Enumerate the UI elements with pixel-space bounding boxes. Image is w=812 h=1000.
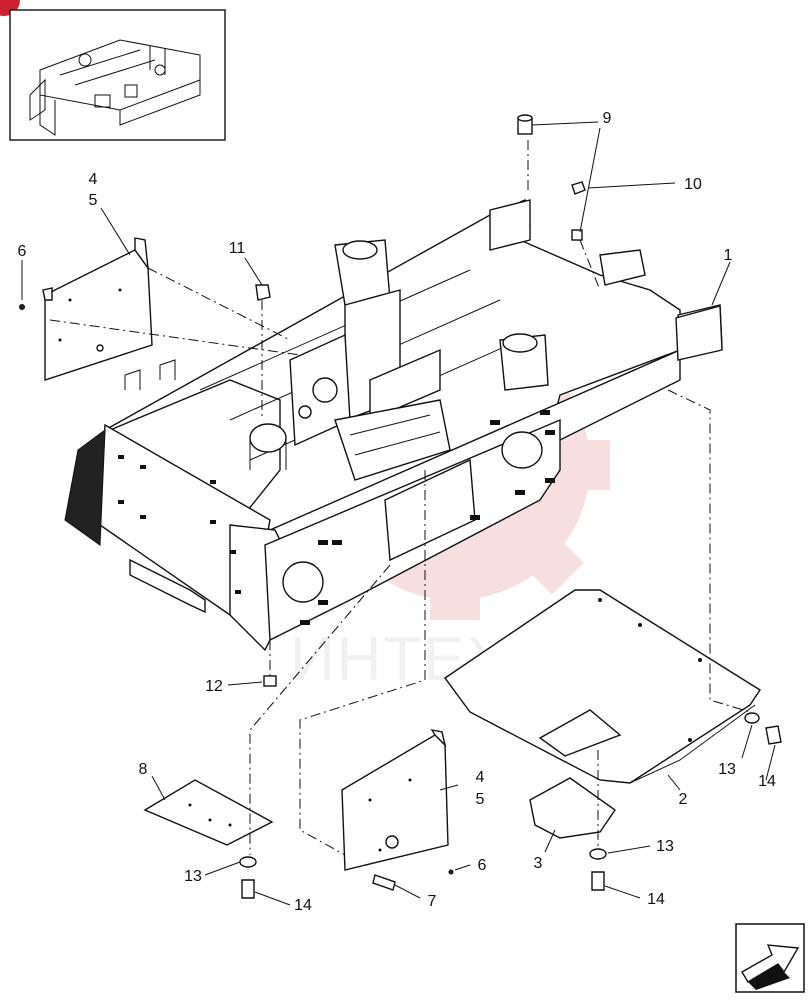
- part-14-bolt: [765, 725, 782, 745]
- callout-12: 12: [205, 678, 223, 695]
- part-4-5-lower-panel: [341, 729, 449, 871]
- callout-6: 6: [478, 857, 487, 874]
- callout-14: 14: [647, 891, 665, 908]
- part-14-bolt: [591, 871, 605, 891]
- part-14-bolt: [241, 879, 255, 899]
- callout-3: 3: [534, 855, 543, 872]
- part-11-fitting: [255, 284, 271, 301]
- main-frame: [64, 199, 723, 652]
- part-9-spacer: [571, 229, 583, 241]
- callout-11: 11: [229, 240, 246, 257]
- callout-10: 10: [684, 176, 702, 193]
- hardware: [19, 114, 782, 899]
- callout-5: 5: [476, 791, 485, 808]
- callout-1: 1: [724, 247, 733, 264]
- callout-9: 9: [603, 110, 612, 127]
- part-2-belly-pan: [444, 589, 761, 784]
- callout-4: 4: [89, 171, 98, 188]
- part-12-plug: [263, 675, 277, 687]
- part-13-washer: [744, 712, 760, 724]
- part-13-washer: [239, 856, 257, 868]
- part-13-washer: [589, 848, 607, 860]
- part-4-5-upper-left-panel: [42, 237, 153, 381]
- part-1-bumper-block: [675, 305, 723, 361]
- callout-4: 4: [476, 769, 485, 786]
- rear-panel-holes: [118, 455, 241, 594]
- next-page-arrow-icon[interactable]: [735, 923, 805, 993]
- part-8-floor-plate: [143, 779, 274, 846]
- part-6-screw: [19, 304, 25, 310]
- callout-labels: 1 2 3 4 5 4 5 6 6 7 8 9 10 11 12 13 13 1…: [18, 110, 776, 914]
- callout-14: 14: [758, 773, 776, 790]
- page-badge: [0, 0, 20, 16]
- callout-5: 5: [89, 192, 98, 209]
- callout-13: 13: [656, 838, 674, 855]
- callout-7: 7: [428, 893, 437, 910]
- callout-8: 8: [139, 761, 148, 778]
- callout-6: 6: [18, 243, 27, 260]
- part-7-bolt: [372, 874, 396, 891]
- part-6-screw: [448, 869, 454, 875]
- frame-thumbnail: [9, 9, 226, 141]
- callout-14: 14: [294, 897, 312, 914]
- callout-13: 13: [184, 868, 202, 885]
- leader-lines: [21, 121, 776, 906]
- callout-13: 13: [718, 761, 736, 778]
- callout-2: 2: [679, 791, 688, 808]
- part-10-clip: [571, 181, 586, 195]
- assembly-lines: [49, 140, 751, 856]
- side-panel-studs: [300, 410, 555, 625]
- part-3-cover-plate: [529, 777, 616, 839]
